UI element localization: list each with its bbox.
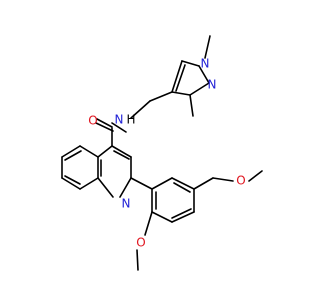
bond xyxy=(181,60,200,67)
bond xyxy=(193,177,214,190)
atom-label-layer: O N H N N N O O xyxy=(88,57,245,250)
bond xyxy=(212,177,234,182)
bond xyxy=(79,177,99,190)
bond xyxy=(64,150,82,161)
bond xyxy=(96,118,113,128)
bond xyxy=(64,175,81,185)
bond-layer xyxy=(61,35,263,271)
bond xyxy=(171,208,192,219)
bond xyxy=(97,145,113,158)
bond xyxy=(151,211,173,223)
bond xyxy=(113,150,130,160)
bond xyxy=(189,94,194,117)
bond xyxy=(144,211,153,236)
bond xyxy=(151,177,173,190)
molecule-structure: O N H N N N O O xyxy=(61,35,263,271)
atom-label-amide-nitrogen: N xyxy=(115,113,124,127)
bond xyxy=(136,249,139,271)
bond xyxy=(130,100,151,119)
atom-label-pyrazole-n1: N xyxy=(201,57,210,71)
bond xyxy=(61,177,81,190)
bond xyxy=(149,91,173,102)
bond xyxy=(171,211,195,223)
atom-label-pyrazole-n2: N xyxy=(208,78,217,92)
atom-label-amide-oxygen: O xyxy=(88,114,97,128)
bond xyxy=(119,177,132,198)
bond xyxy=(173,182,191,193)
bond xyxy=(95,122,114,132)
atom-label-methoxy-oxygen-bottom: O xyxy=(136,236,145,250)
bond xyxy=(111,145,132,158)
bond xyxy=(248,170,263,182)
bond xyxy=(79,145,99,158)
bond xyxy=(175,64,186,92)
bond xyxy=(198,65,210,84)
bond xyxy=(171,177,195,190)
bond xyxy=(61,145,81,158)
atom-label-amide-hydrogen: H xyxy=(126,113,135,127)
atom-label-quinoline-nitrogen: N xyxy=(122,197,131,211)
bond xyxy=(97,177,114,198)
bond xyxy=(171,91,191,96)
bond xyxy=(204,35,211,59)
bond xyxy=(111,122,127,133)
bond xyxy=(130,177,153,190)
bond xyxy=(171,60,183,93)
bond xyxy=(189,82,210,96)
molecule-diagram: O N H N N N O O xyxy=(61,35,263,271)
atom-label-methoxy-oxygen-top: O xyxy=(236,174,245,188)
